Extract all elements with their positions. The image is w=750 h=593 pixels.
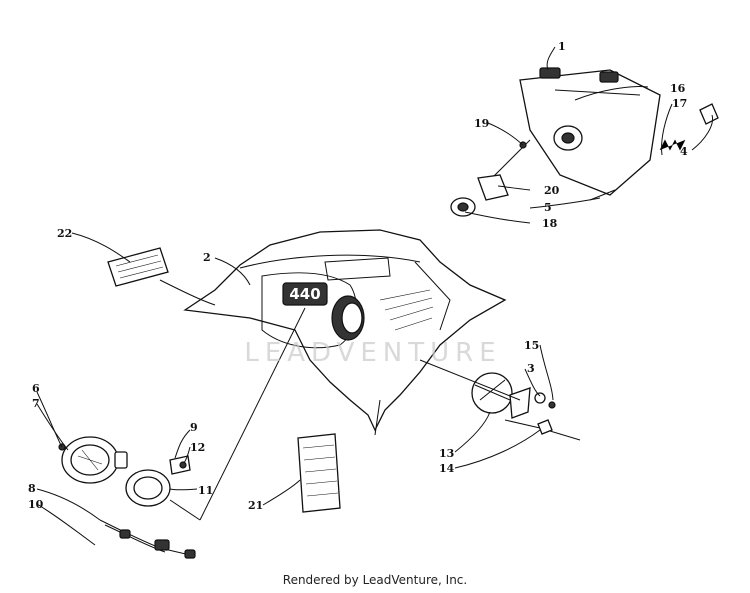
callout-14: 14 xyxy=(439,462,455,475)
decal-upper xyxy=(107,247,169,287)
headlight-assembly xyxy=(450,67,719,217)
gauge xyxy=(58,436,128,484)
callout-5: 5 xyxy=(544,201,552,214)
callout-12: 12 xyxy=(190,441,205,454)
callout-21: 21 xyxy=(248,499,263,512)
callout-8: 8 xyxy=(28,482,36,495)
callout-2: 2 xyxy=(203,251,211,264)
callout-20: 20 xyxy=(544,184,560,197)
callout-16: 16 xyxy=(670,82,686,95)
hood-badge: 440 xyxy=(282,282,328,306)
callout-9: 9 xyxy=(190,421,198,434)
callout-10: 10 xyxy=(28,498,44,511)
callout-11: 11 xyxy=(198,484,213,497)
wiring-harness xyxy=(99,519,196,559)
callout-1: 1 xyxy=(558,40,566,53)
callout-3: 3 xyxy=(527,362,535,375)
callout-22: 22 xyxy=(57,227,72,240)
callout-18: 18 xyxy=(542,217,558,230)
callout-7: 7 xyxy=(32,397,40,410)
leader-lines xyxy=(36,46,714,546)
bulb-socket xyxy=(169,455,191,475)
callout-15: 15 xyxy=(524,339,539,352)
callouts: 1 16 17 4 19 20 5 18 22 2 15 3 13 14 21 … xyxy=(28,40,688,512)
bezel-ring xyxy=(125,469,171,507)
callout-4: 4 xyxy=(680,145,688,158)
hood-badge-text: 440 xyxy=(289,285,320,303)
callout-17: 17 xyxy=(672,97,687,110)
decal-lower xyxy=(297,433,341,513)
callout-13: 13 xyxy=(439,447,454,460)
switch-bracket xyxy=(471,372,581,441)
callout-19: 19 xyxy=(474,117,489,130)
hood-console xyxy=(183,229,507,432)
callout-6: 6 xyxy=(32,382,40,395)
watermark: LEADVENTURE xyxy=(244,338,502,368)
footer-credit: Rendered by LeadVenture, Inc. xyxy=(282,573,468,587)
